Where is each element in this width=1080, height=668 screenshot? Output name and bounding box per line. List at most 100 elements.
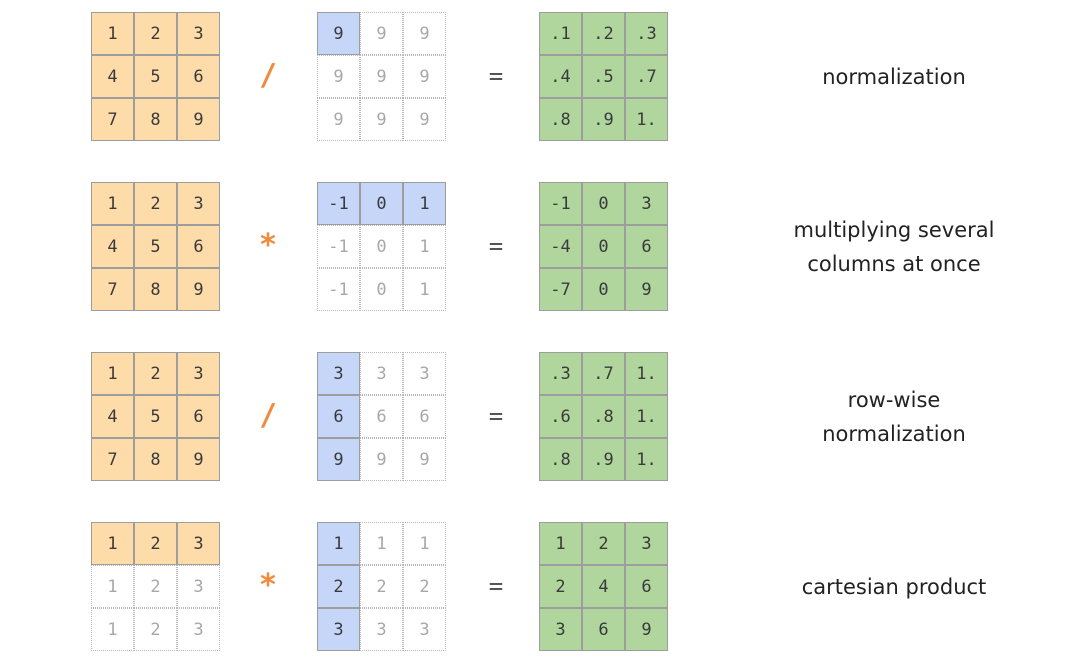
- broadcast-cell: 0: [360, 268, 403, 311]
- matrix-cell: .9: [582, 438, 625, 481]
- broadcast-cell: 9: [403, 438, 446, 481]
- broadcast-cell: 0: [360, 225, 403, 268]
- matrix-cell: 1: [91, 182, 134, 225]
- matrix-cell: .4: [539, 55, 582, 98]
- matrix-cell: .9: [582, 98, 625, 141]
- broadcast-cell: 9: [360, 438, 403, 481]
- equals-sign: =: [488, 402, 504, 430]
- matrix-cell: 3: [177, 182, 220, 225]
- matrix-cell: 6: [177, 55, 220, 98]
- matrix-cell: 4: [582, 565, 625, 608]
- matrix-cell: 8: [134, 98, 177, 141]
- broadcast-cell: -1: [317, 268, 360, 311]
- matrix-cell: 7: [91, 268, 134, 311]
- matrix-cell: 0: [582, 268, 625, 311]
- broadcast-cell: 1: [91, 565, 134, 608]
- broadcast-cell: 6: [403, 395, 446, 438]
- matrix-cell: 9: [625, 268, 668, 311]
- broadcast-cell: 3: [360, 608, 403, 651]
- matrix-cell: 1.: [625, 352, 668, 395]
- broadcast-cell: 3: [360, 352, 403, 395]
- matrix-cell: 2: [582, 522, 625, 565]
- matrix-cell: 5: [134, 225, 177, 268]
- row-label: cartesian product: [801, 574, 987, 599]
- matrix-cell: 3: [177, 522, 220, 565]
- matrix-cell: 2: [134, 522, 177, 565]
- matrix-cell: 6: [625, 225, 668, 268]
- matrix-cell: 6: [625, 565, 668, 608]
- matrix-cell: 3: [177, 352, 220, 395]
- matrix-cell: 3: [625, 522, 668, 565]
- broadcast-cell: 6: [360, 395, 403, 438]
- equals-sign: =: [488, 62, 504, 90]
- matrix-cell: .1: [539, 12, 582, 55]
- matrix-cell: 5: [134, 55, 177, 98]
- matrix-cell: .3: [625, 12, 668, 55]
- matrix-cell: 1: [91, 522, 134, 565]
- operator-symbol: /: [260, 398, 277, 433]
- matrix-cell: 2: [134, 12, 177, 55]
- matrix-cell: .8: [582, 395, 625, 438]
- matrix-cell: .8: [539, 438, 582, 481]
- equals-sign: =: [488, 572, 504, 600]
- broadcast-cell: 3: [177, 565, 220, 608]
- matrix-cell: 2: [134, 352, 177, 395]
- row-label: row-wise normalization: [822, 387, 966, 446]
- broadcast-cell: -1: [317, 225, 360, 268]
- matrix-cell: 9: [177, 438, 220, 481]
- matrix-cell: 0: [582, 225, 625, 268]
- matrix-cell: .7: [625, 55, 668, 98]
- broadcast-cell: 2: [134, 608, 177, 651]
- matrix-cell: .5: [582, 55, 625, 98]
- matrix-cell: 9: [317, 438, 360, 481]
- broadcast-cell: 9: [360, 55, 403, 98]
- matrix-cell: 1: [91, 12, 134, 55]
- broadcast-cell: 1: [403, 225, 446, 268]
- operator-symbol: *: [260, 228, 276, 263]
- broadcast-cell: 9: [403, 12, 446, 55]
- broadcast-cell: 2: [360, 565, 403, 608]
- matrix-cell: .8: [539, 98, 582, 141]
- matrix-cell: 3: [317, 352, 360, 395]
- broadcast-cell: 2: [134, 565, 177, 608]
- broadcast-cell: 3: [177, 608, 220, 651]
- row-label: multiplying several columns at once: [793, 217, 995, 276]
- matrix-cell: 6: [177, 225, 220, 268]
- matrix-cell: 1.: [625, 438, 668, 481]
- broadcast-cell: 1: [403, 268, 446, 311]
- matrix-cell: 2: [317, 565, 360, 608]
- matrix-cell: 8: [134, 438, 177, 481]
- broadcast-cell: 9: [403, 98, 446, 141]
- equals-sign: =: [488, 232, 504, 260]
- matrix-cell: 1.: [625, 98, 668, 141]
- broadcast-cell: 9: [360, 12, 403, 55]
- matrix-cell: 6: [317, 395, 360, 438]
- matrix-cell: 0: [582, 182, 625, 225]
- operator-symbol: *: [260, 568, 276, 603]
- matrix-cell: 9: [317, 12, 360, 55]
- matrix-cell: 1: [91, 352, 134, 395]
- operator-symbol: /: [260, 58, 277, 93]
- broadcast-cell: 3: [403, 352, 446, 395]
- matrix-cell: 0: [360, 182, 403, 225]
- matrix-cell: 7: [91, 438, 134, 481]
- matrix-cell: 3: [317, 608, 360, 651]
- matrix-cell: -4: [539, 225, 582, 268]
- broadcast-cell: 2: [403, 565, 446, 608]
- broadcast-cell: 9: [360, 98, 403, 141]
- broadcast-cell: 1: [360, 522, 403, 565]
- matrix-cell: 1: [403, 182, 446, 225]
- broadcast-cell: 1: [91, 608, 134, 651]
